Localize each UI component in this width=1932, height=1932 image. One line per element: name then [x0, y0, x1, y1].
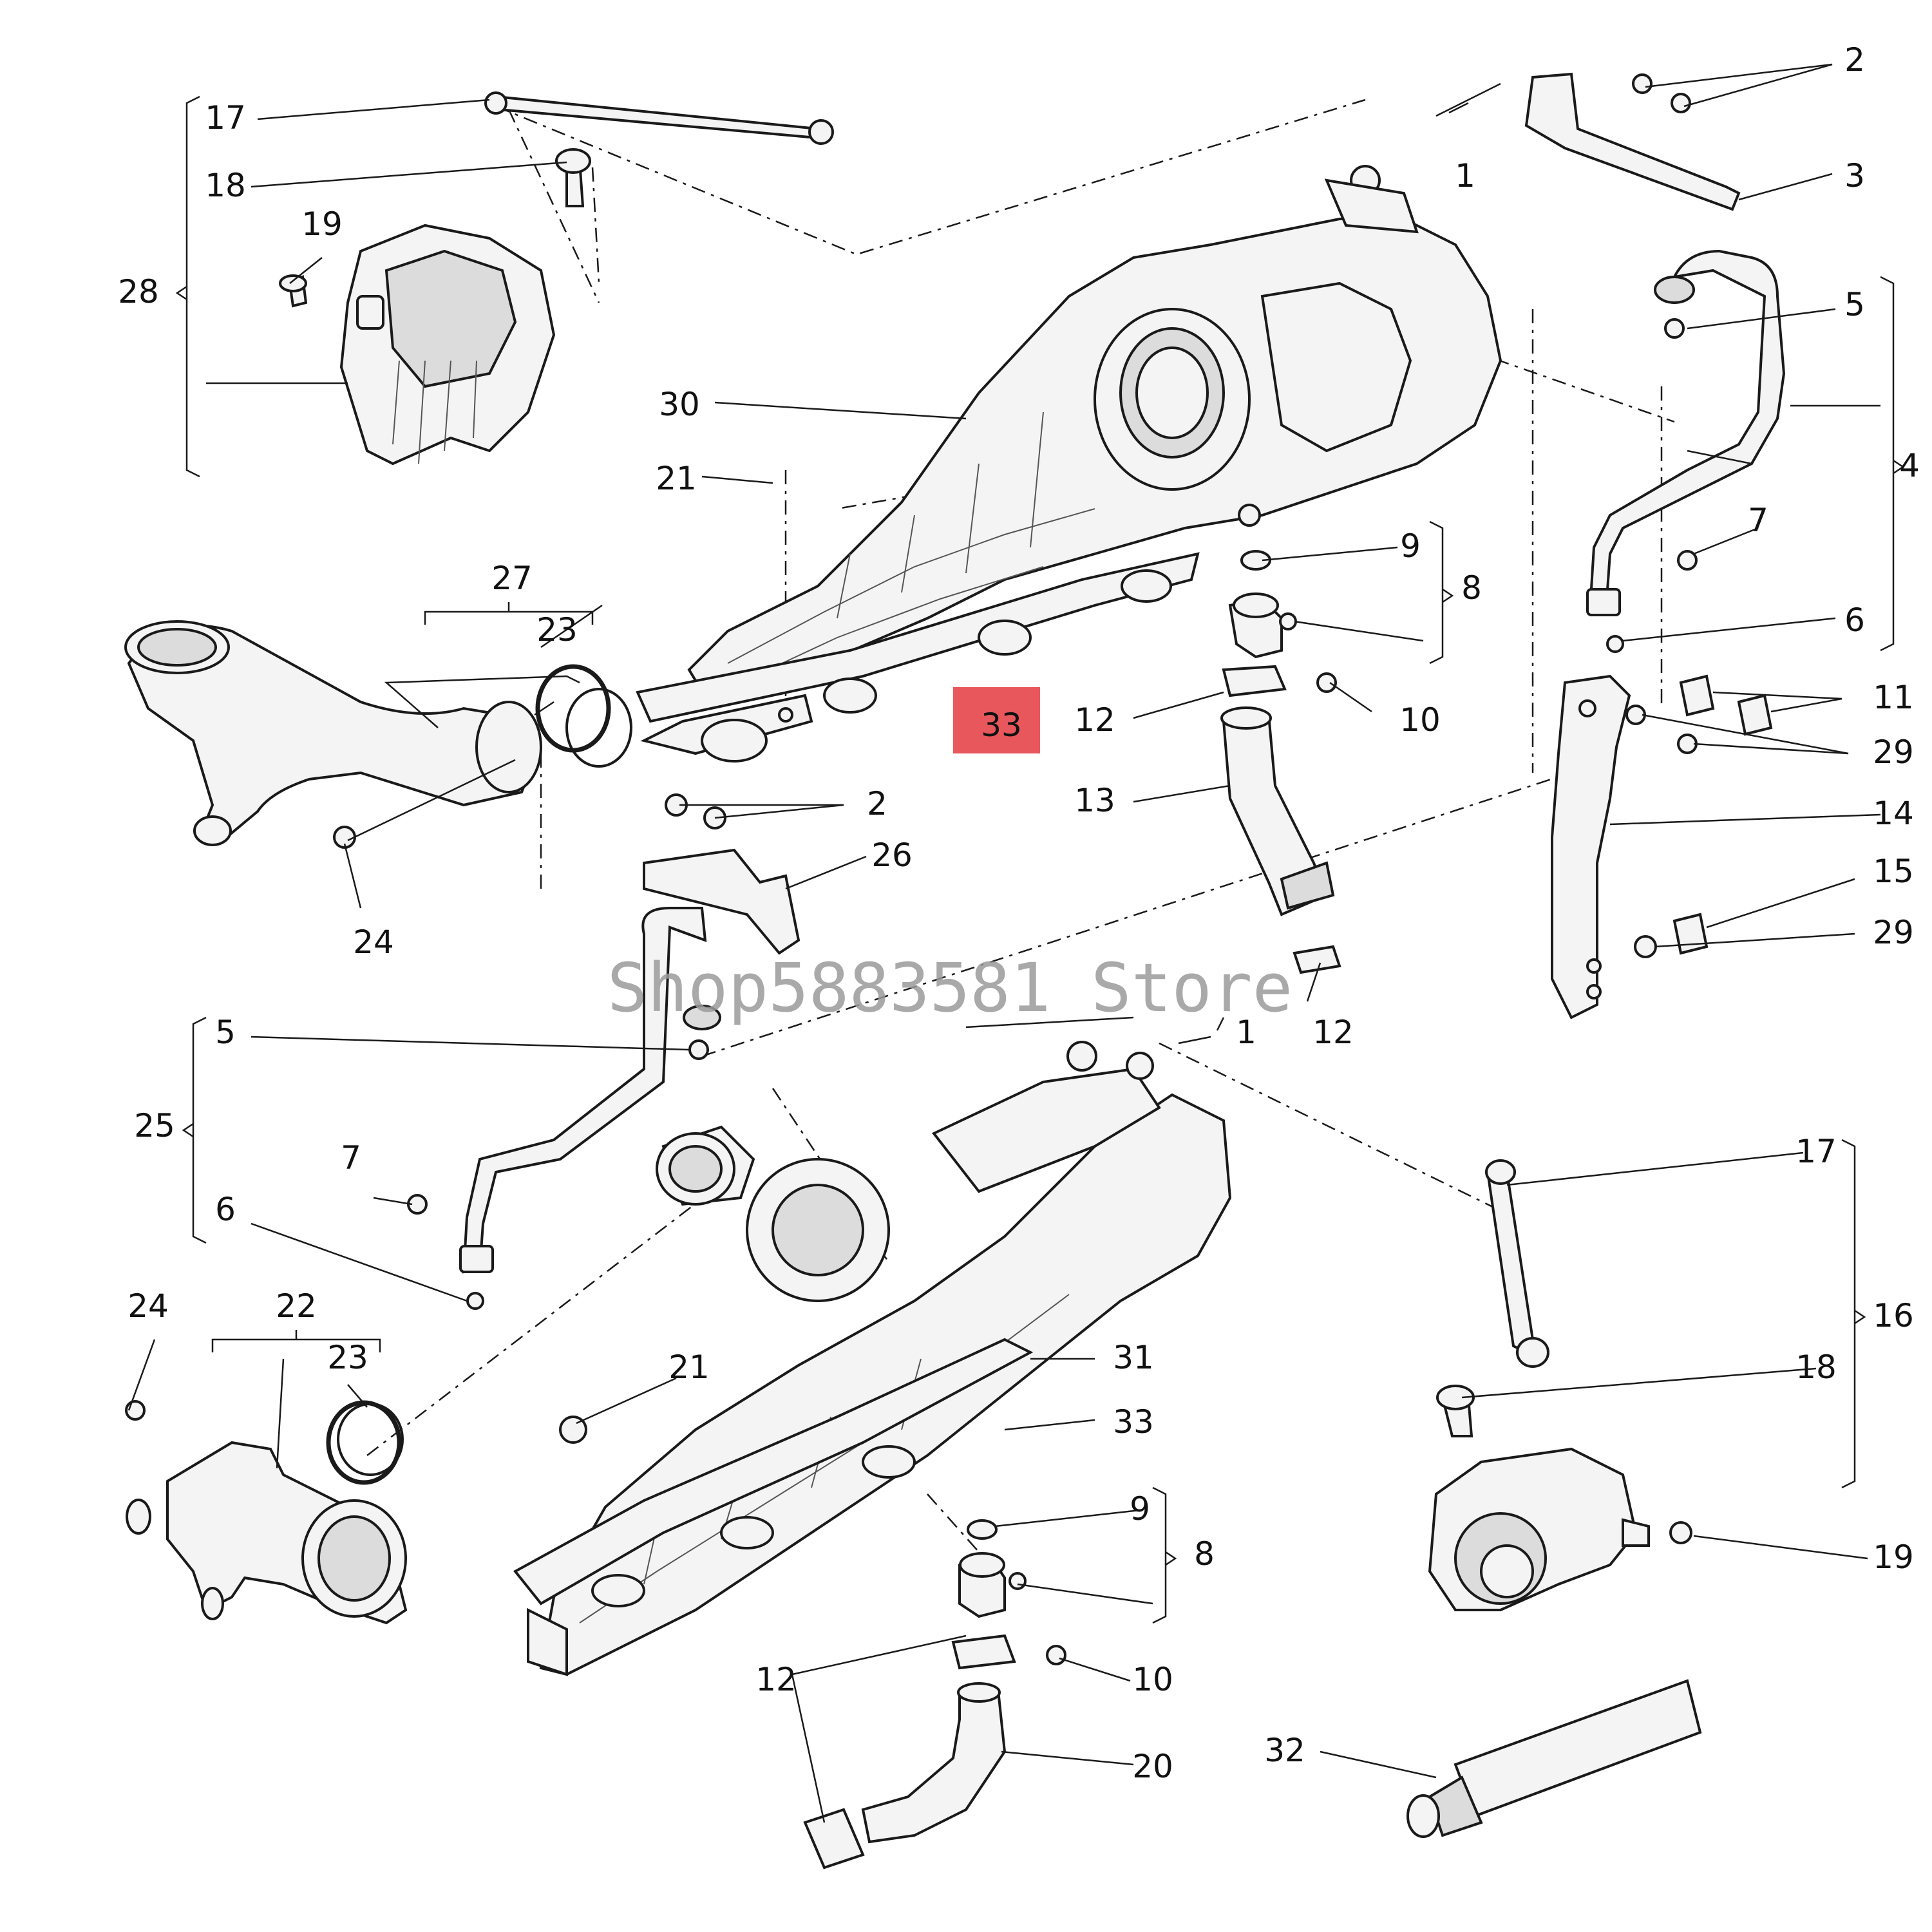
- callout-24-upper: 24: [353, 923, 394, 961]
- callout-10-lower: 10: [1132, 1661, 1173, 1698]
- callout-19-lower: 19: [1873, 1539, 1914, 1576]
- callout-4: 4: [1899, 447, 1920, 484]
- callout-14: 14: [1873, 795, 1914, 832]
- callout-7-upper: 7: [1748, 502, 1768, 539]
- callout-12-upper: 12: [1074, 701, 1115, 739]
- callout-23-lower: 23: [327, 1339, 368, 1376]
- callout-33-lower: 33: [1113, 1403, 1154, 1441]
- intake-pipe-upper: [124, 620, 632, 849]
- leader-lines: [128, 63, 1881, 1823]
- actuator-assembly-lower: [1428, 1159, 1692, 1611]
- oil-line-middle: [407, 907, 721, 1310]
- callout-19-upper: 19: [301, 205, 343, 243]
- callout-22: 22: [276, 1287, 317, 1325]
- callout-24-lower: 24: [128, 1287, 169, 1325]
- callout-12-lower: 12: [755, 1661, 797, 1698]
- callout-25: 25: [134, 1107, 175, 1144]
- callout-18-upper: 18: [205, 167, 246, 204]
- callout-8-upper: 8: [1461, 569, 1482, 607]
- highlight-box: [953, 687, 1040, 753]
- callout-5-upper: 5: [1844, 286, 1865, 323]
- callout-9-lower: 9: [1130, 1490, 1150, 1528]
- callout-29-lower: 29: [1873, 914, 1914, 951]
- callout-17-upper: 17: [205, 99, 246, 137]
- callout-7-lower: 7: [341, 1139, 361, 1177]
- callout-13: 13: [1074, 782, 1115, 819]
- callout-20: 20: [1132, 1748, 1173, 1785]
- actuator-assembly-upper: [279, 91, 834, 466]
- callout-17-lower: 17: [1795, 1133, 1837, 1170]
- sealant-tube: [1406, 1679, 1702, 1838]
- callout-16: 16: [1873, 1297, 1914, 1334]
- callout-31: 31: [1113, 1339, 1154, 1376]
- callout-8-lower: 8: [1194, 1535, 1215, 1573]
- callout-1-lower: 1: [1236, 1014, 1256, 1051]
- store-watermark: Shop5883581 Store: [607, 949, 1293, 1027]
- callout-30: 30: [659, 386, 700, 423]
- callout-6-upper: 6: [1844, 601, 1865, 639]
- oil-line-upper-right: [1524, 72, 1786, 653]
- callout-15: 15: [1873, 853, 1914, 890]
- callout-9-upper: 9: [1400, 527, 1421, 565]
- callout-11: 11: [1873, 679, 1914, 716]
- coolant-fitting-upper: [1222, 550, 1337, 697]
- hose-upper: [1220, 706, 1341, 974]
- callout-32: 32: [1264, 1732, 1305, 1769]
- callout-26: 26: [871, 837, 913, 874]
- turbocharger-upper: [687, 165, 1502, 704]
- callout-2-lower: 2: [867, 785, 887, 822]
- assembly-centerlines: [366, 99, 1675, 1553]
- callout-5-lower: 5: [215, 1014, 236, 1051]
- callout-12-middle: 12: [1312, 1014, 1354, 1051]
- callout-21-lower: 21: [668, 1349, 710, 1386]
- callout-21-upper: 21: [656, 460, 697, 497]
- intake-elbow-lower: [125, 1400, 408, 1625]
- callout-18-lower: 18: [1795, 1349, 1837, 1386]
- callout-10-upper: 10: [1399, 701, 1441, 739]
- callout-2-upper: 2: [1844, 41, 1865, 79]
- callout-3: 3: [1844, 157, 1865, 194]
- callout-27: 27: [491, 560, 533, 597]
- manifold-gasket-upper: [636, 552, 1200, 762]
- callout-23-upper: 23: [536, 611, 578, 649]
- callout-1-upper: 1: [1455, 157, 1475, 194]
- coolant-fitting-lower: [803, 1519, 1066, 1870]
- turbocharger-lower: [539, 1041, 1232, 1676]
- callout-29-upper: 29: [1873, 734, 1914, 771]
- callout-33-highlighted: 33: [981, 706, 1022, 744]
- manifold-gasket-lower: [513, 1338, 1034, 1676]
- callout-labels: 17 18 19 28 30 21 27 23 24 1 2 3 5 4 7 6…: [118, 41, 1920, 1785]
- support-bracket: [1551, 674, 1773, 1019]
- callout-6-lower: 6: [215, 1191, 236, 1228]
- callout-28: 28: [118, 273, 159, 310]
- group-brackets: [175, 95, 1905, 1624]
- highlight-callout-33[interactable]: 33: [953, 687, 1040, 753]
- bracket-middle: [643, 793, 800, 955]
